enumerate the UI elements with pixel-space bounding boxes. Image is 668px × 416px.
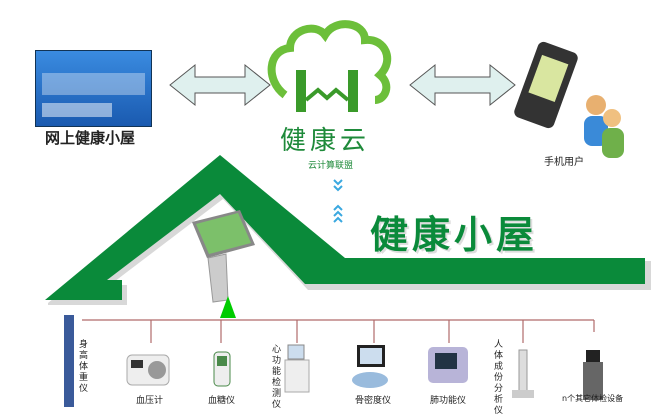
kiosk-terminal xyxy=(192,210,255,303)
other-device-icon xyxy=(583,350,603,400)
cloud-subtitle: 云计算联盟 xyxy=(308,161,354,171)
device-label: 心功能检测仪 xyxy=(272,345,282,410)
house-roof-shape xyxy=(45,155,645,300)
online-house-screenshot xyxy=(35,50,152,127)
mobile-phone-icon xyxy=(514,41,578,129)
users-icon xyxy=(584,95,624,158)
device-label: 血压计 xyxy=(136,396,164,406)
banner-title: 健康小屋 xyxy=(370,213,539,257)
double-arrow-right xyxy=(409,63,516,107)
cloud-tree-logo xyxy=(267,20,392,112)
lung-function-tester-icon xyxy=(428,347,468,383)
double-arrow-left xyxy=(169,63,271,107)
sync-chevrons-icon xyxy=(333,179,343,223)
height-weight-scale-icon xyxy=(64,315,74,407)
blood-pressure-monitor-icon xyxy=(126,354,170,386)
device-bus-line xyxy=(82,319,595,343)
bone-densitometer-icon xyxy=(352,345,388,388)
screen-button-row xyxy=(42,103,112,117)
online-house-label: 网上健康小屋 xyxy=(45,129,136,147)
device-label: 人体成份分析仪 xyxy=(494,340,504,416)
device-label: 血糖仪 xyxy=(208,396,236,406)
uplink-triangle xyxy=(220,296,236,318)
cloud-title: 健康云 xyxy=(280,126,371,156)
cardiac-tester-icon xyxy=(284,344,310,393)
screen-list-panel xyxy=(42,73,145,95)
device-label: 身高体重仪 xyxy=(79,340,89,394)
glucose-meter-icon xyxy=(213,351,231,387)
body-composition-analyzer-icon xyxy=(512,349,534,398)
mobile-user-label: 手机用户 xyxy=(544,157,584,168)
device-label: 肺功能仪 xyxy=(430,396,467,406)
device-label: 骨密度仪 xyxy=(355,396,392,406)
device-label: n个其它体检设备 xyxy=(562,394,624,403)
